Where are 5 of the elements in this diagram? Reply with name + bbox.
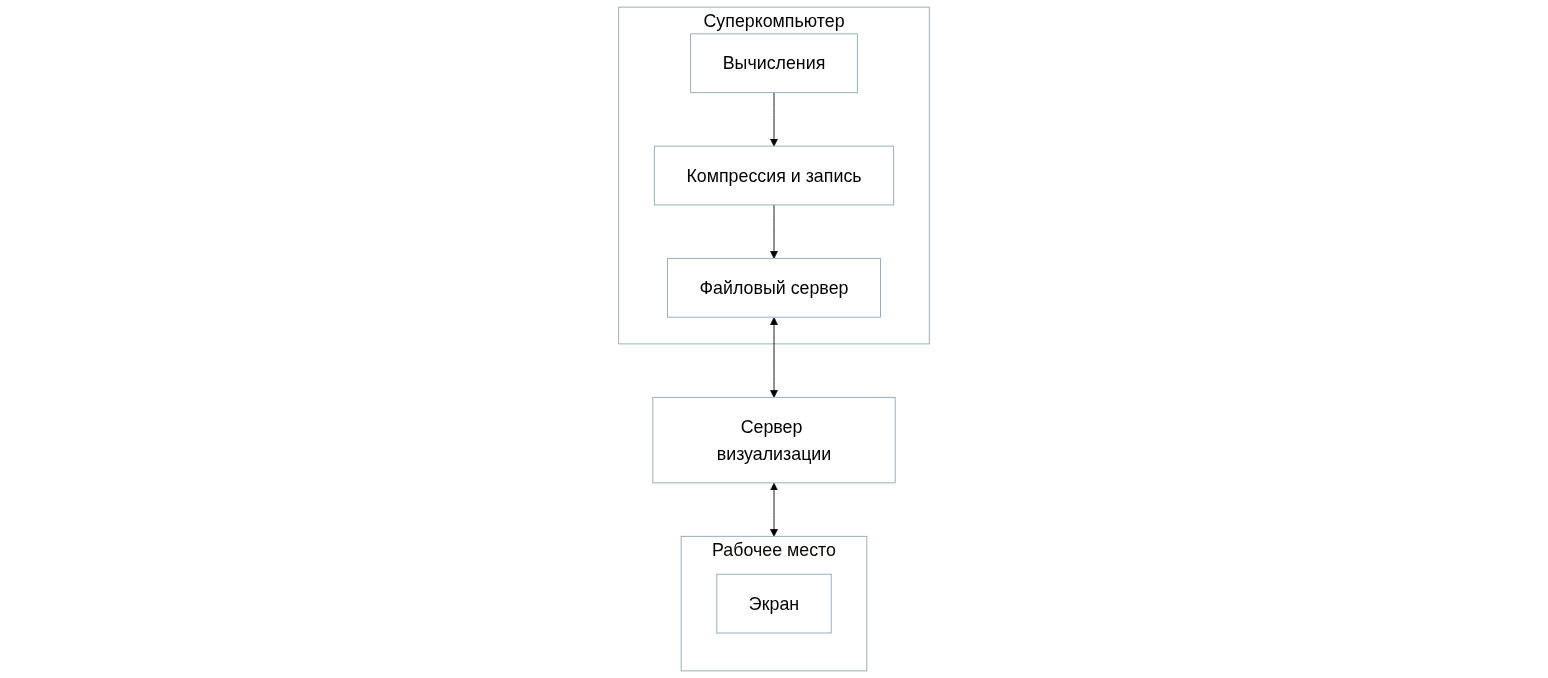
node-box: Компрессия и запись [653, 145, 895, 206]
node-box: Экран [716, 573, 832, 634]
node-box: Вычисления [690, 33, 858, 94]
node-box: Сервер визуализации [652, 396, 896, 484]
node-box: Файловый сервер [667, 257, 881, 318]
